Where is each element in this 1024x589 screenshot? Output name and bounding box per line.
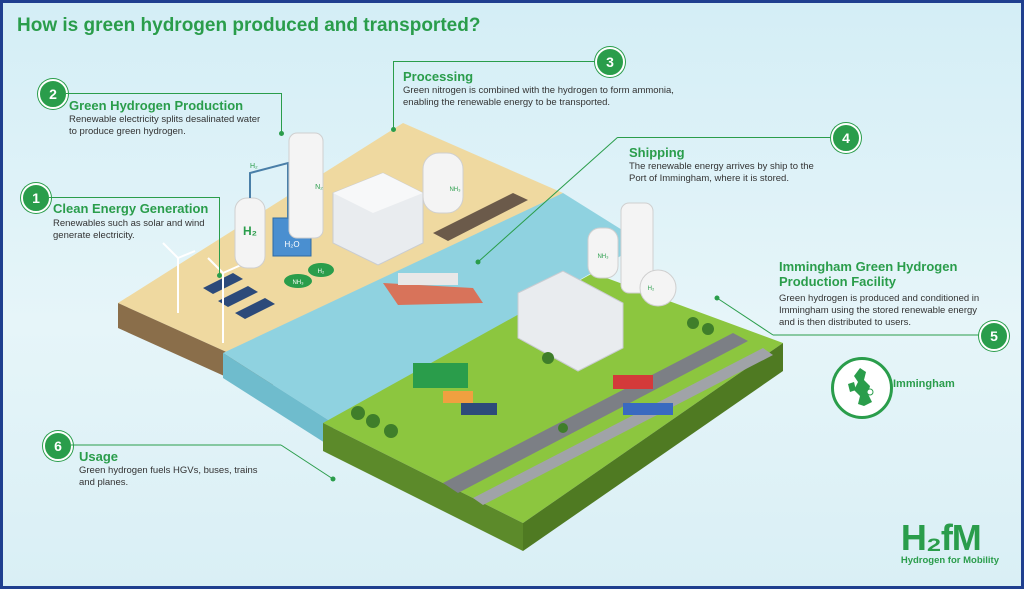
callout-5-body-line-1: Green hydrogen is produced and condition… (779, 293, 980, 304)
nh3-tank-label: NH₃ (449, 187, 461, 193)
callout-6-heading: Usage (79, 449, 119, 464)
callout-2-leader-drop (281, 93, 282, 133)
isometric-scene: H₂ H₂O H₂ O₂ O₂ N₂ NH₃ NH₃ H₂ NH₃ H₂ (118, 123, 783, 551)
grass-land-side-right (523, 343, 783, 551)
logo-mark: H₂fM (900, 517, 982, 558)
callout-2-badge: 2 (38, 79, 68, 109)
red-truck (613, 375, 653, 389)
callout-6-badge: 6 (43, 431, 73, 461)
callout-4-badge: 4 (831, 123, 861, 153)
water-channel (223, 193, 643, 423)
callout-4-leader-diagonal (475, 137, 619, 265)
n2-tank-label: N₂ (315, 184, 323, 191)
train (623, 403, 673, 415)
callout-5-body-line-3: and is then distributed to users. (779, 317, 912, 328)
callout-6-body-line-2: and planes. (79, 477, 129, 488)
callout-2-dot (279, 131, 284, 136)
nh3-ground-pad-label: NH₃ (292, 280, 304, 286)
h2-sphere-tank (639, 269, 677, 307)
callout-1-heading: Clean Energy Generation (53, 201, 209, 216)
nh3-ground-pad (284, 274, 312, 288)
bus (461, 403, 497, 415)
h2fm-logo: H₂fM Hydrogen for Mobility (901, 517, 999, 566)
rail-track (473, 348, 773, 505)
processing-building-roof (333, 173, 423, 213)
road-main (443, 333, 748, 493)
callout-1-body-line-1: Renewables such as solar and wind (53, 218, 205, 229)
callout-2-leader (66, 93, 281, 94)
callout-3-leader (393, 61, 595, 62)
callout-3-body-line-1: Green nitrogen is combined with the hydr… (403, 85, 674, 96)
callout-3-body: Green nitrogen is combined with the hydr… (403, 85, 703, 109)
callout-3-leader-drop (393, 61, 394, 129)
ship-deck (398, 273, 458, 285)
trees (351, 317, 714, 438)
fuel-station-canopy (413, 363, 468, 388)
callout-6-body-line-1: Green hydrogen fuels HGVs, buses, trains (79, 465, 258, 476)
nh3-port-tank-label: NH₃ (597, 254, 609, 260)
h2-ground-pad (308, 263, 334, 277)
callout-3-body-line-2: enabling the renewable energy to be tran… (403, 97, 611, 108)
callout-5-body-line-2: Immingham using the stored renewable ene… (779, 305, 978, 316)
callout-3-badge: 3 (595, 47, 625, 77)
h2-tank-label: H₂ (243, 224, 257, 238)
port-storage-tank (587, 227, 619, 279)
logo-tagline: Hydrogen for Mobility (900, 555, 999, 566)
nh3-tank (422, 152, 464, 214)
h2-pipe (249, 161, 289, 218)
grass-land-side-left (323, 423, 523, 551)
n2-tank (288, 132, 324, 239)
map-location-label: Immingham (893, 378, 955, 390)
callout-6-leader (71, 444, 336, 482)
callout-6-body: Green hydrogen fuels HGVs, buses, trains… (79, 465, 279, 489)
callout-2-body-line-2: to produce green hydrogen. (69, 126, 186, 137)
h2-sphere-label: H₂ (648, 286, 655, 292)
callout-5-body: Green hydrogen is produced and condition… (779, 293, 1009, 329)
callout-2-body: Renewable electricity splits desalinated… (69, 114, 309, 138)
callout-3-heading: Processing (403, 69, 474, 84)
wind-turbines (162, 242, 242, 343)
callout-4-leader (618, 137, 831, 138)
ship-hull (383, 283, 483, 305)
callout-5-heading: Immingham Green Hydrogen Production Faci… (779, 259, 957, 289)
callout-1-badge: 1 (21, 183, 51, 213)
callout-4-heading: Shipping (629, 145, 685, 160)
callout-2-body-line-1: Renewable electricity splits desalinated… (69, 114, 261, 125)
facility-building (517, 270, 624, 372)
grass-land-top (323, 273, 783, 523)
callout-2-heading: Green Hydrogen Production (69, 98, 244, 113)
callout-1-body: Renewables such as solar and wind genera… (53, 218, 233, 242)
callout-5-heading-line-2: Production Facility (779, 274, 897, 289)
page-title: How is green hydrogen produced and trans… (17, 15, 481, 36)
water-channel-side (223, 353, 333, 448)
port-tall-tank (620, 202, 654, 294)
callout-5-badge: 5 (979, 321, 1009, 351)
callout-5-heading-line-1: Immingham Green Hydrogen (779, 259, 958, 274)
callout-1-leader-drop (219, 197, 220, 275)
uk-map-circle (831, 357, 893, 419)
h2-pipe-label: H₂ (250, 163, 258, 170)
callout-1-leader (49, 197, 219, 198)
callout-4-body-line-1: The renewable energy arrives by ship to … (629, 161, 814, 172)
uk-map-icon (848, 368, 874, 406)
callout-1-body-line-2: generate electricity. (53, 230, 135, 241)
callout-3-dot (391, 127, 396, 132)
hgv-truck (443, 391, 473, 403)
callout-5-leader (714, 295, 979, 336)
h2o-box-label: H₂O (284, 240, 299, 249)
callout-1-dot (217, 273, 222, 278)
callout-4-body-line-2: Port of Immingham, where it is stored. (629, 173, 789, 184)
h2-ground-pad-label: H₂ (318, 269, 325, 275)
callout-4-body: The renewable energy arrives by ship to … (629, 161, 849, 185)
dock (433, 193, 528, 241)
